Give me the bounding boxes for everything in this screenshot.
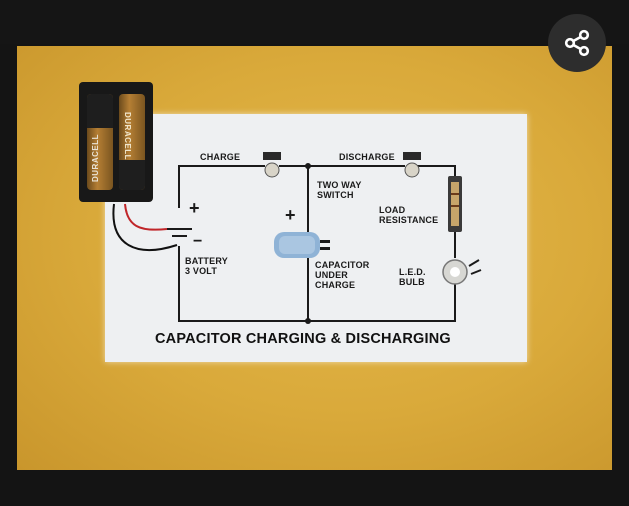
led-bulb-label: L.E.D. BULB [399, 267, 426, 287]
wire-left [178, 165, 265, 208]
led-bulb [442, 259, 482, 285]
capacitor-plus-sign: + [285, 205, 296, 225]
battery-brand-2: DURACELL [123, 112, 132, 160]
share-icon [564, 29, 590, 57]
battery-pack: DURACELL DURACELL [79, 82, 153, 202]
battery-brand-1: DURACELL [91, 134, 100, 182]
wire-discharge-right [417, 165, 456, 178]
load-resistor [448, 176, 462, 232]
battery-cell-1: DURACELL [87, 94, 113, 190]
capacitor [274, 232, 330, 258]
charge-switch [263, 152, 281, 178]
diagram-title: CAPACITOR CHARGING & DISCHARGING [155, 331, 451, 347]
battery-label: BATTERY 3 VOLT [185, 256, 228, 276]
top-bar [0, 0, 629, 44]
black-lead [112, 203, 178, 251]
load-resistance-label: LOAD RESISTANCE [379, 205, 439, 225]
wire-led-down [178, 246, 456, 322]
discharge-switch [403, 152, 421, 178]
share-button[interactable] [548, 14, 606, 72]
red-lead [124, 203, 168, 231]
battery-plus-sign: + [189, 198, 200, 218]
circuit-wires [112, 152, 482, 324]
battery-cell-2: DURACELL [119, 94, 145, 190]
photo: DURACELL DURACELL CHARGE DISCHARGE TWO W… [17, 46, 612, 470]
charge-label: CHARGE [200, 152, 241, 162]
battery-minus-sign: − [193, 233, 203, 250]
two-way-switch-label: TWO WAY SWITCH [317, 180, 362, 200]
capacitor-label: CAPACITOR UNDER CHARGE [315, 260, 370, 290]
discharge-label: DISCHARGE [339, 152, 395, 162]
